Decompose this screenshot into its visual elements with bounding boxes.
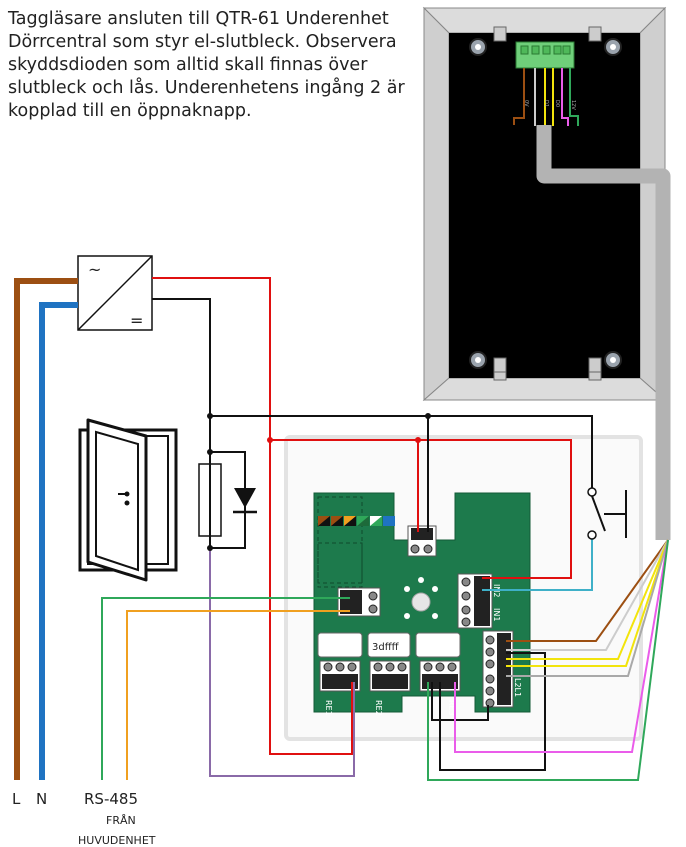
wire-reader-brown [506, 539, 669, 642]
reader-screw-tr [604, 38, 622, 56]
wire-reader-pink [454, 539, 669, 753]
psu-ac-symbol: ~ [88, 260, 101, 279]
label-re3: RE3 [447, 700, 456, 716]
status-leds [318, 516, 395, 526]
wire-n [39, 302, 78, 780]
wire-red-relay [152, 277, 353, 755]
chip-label: 3dffff [372, 642, 400, 653]
relay2-terminal: RE2 [369, 660, 411, 716]
label-rs485: RS-485 [84, 790, 138, 808]
reader-screw-tl [469, 38, 487, 56]
label-l: L [12, 790, 21, 808]
label-in1: IN1 [492, 608, 501, 621]
wire-purple-lock [209, 548, 355, 777]
description-text: Taggläsare ansluten till QTR-61 Underenh… [8, 9, 405, 121]
tag-reader: 0V D1 D0 12V [422, 6, 671, 540]
wire-rs485-orange [126, 610, 350, 780]
power-supply: ~ = [77, 255, 153, 331]
label-from: FRÅN [106, 814, 136, 827]
label-reader: L2L1 [513, 678, 522, 697]
svg-text:D0: D0 [554, 100, 560, 107]
door-icon [78, 418, 178, 582]
svg-text:12V: 12V [570, 100, 576, 110]
label-main-unit: HUVUDENHET [78, 834, 156, 847]
input-terminal: IN2 IN1 [457, 573, 501, 629]
svg-text:0V: 0V [523, 100, 529, 107]
power-terminal [407, 525, 437, 557]
relay1-terminal: RE1 [319, 660, 361, 716]
wire-rs485-green [101, 597, 350, 780]
wire-black-button [210, 415, 593, 488]
reader-screw-br [604, 351, 622, 369]
label-re2: RE2 [374, 700, 383, 716]
exit-button [587, 487, 627, 540]
reader-cable [536, 125, 671, 540]
reader-screw-bl [469, 351, 487, 369]
label-re1: RE1 [324, 700, 333, 716]
wire-cyan-button [482, 538, 593, 591]
svg-text:D1: D1 [543, 100, 549, 107]
label-n: N [36, 790, 47, 808]
wire-l [14, 278, 78, 780]
wire-reader-green [427, 539, 669, 781]
psu-dc-symbol: = [130, 311, 143, 330]
wire-black-common [152, 298, 211, 548]
